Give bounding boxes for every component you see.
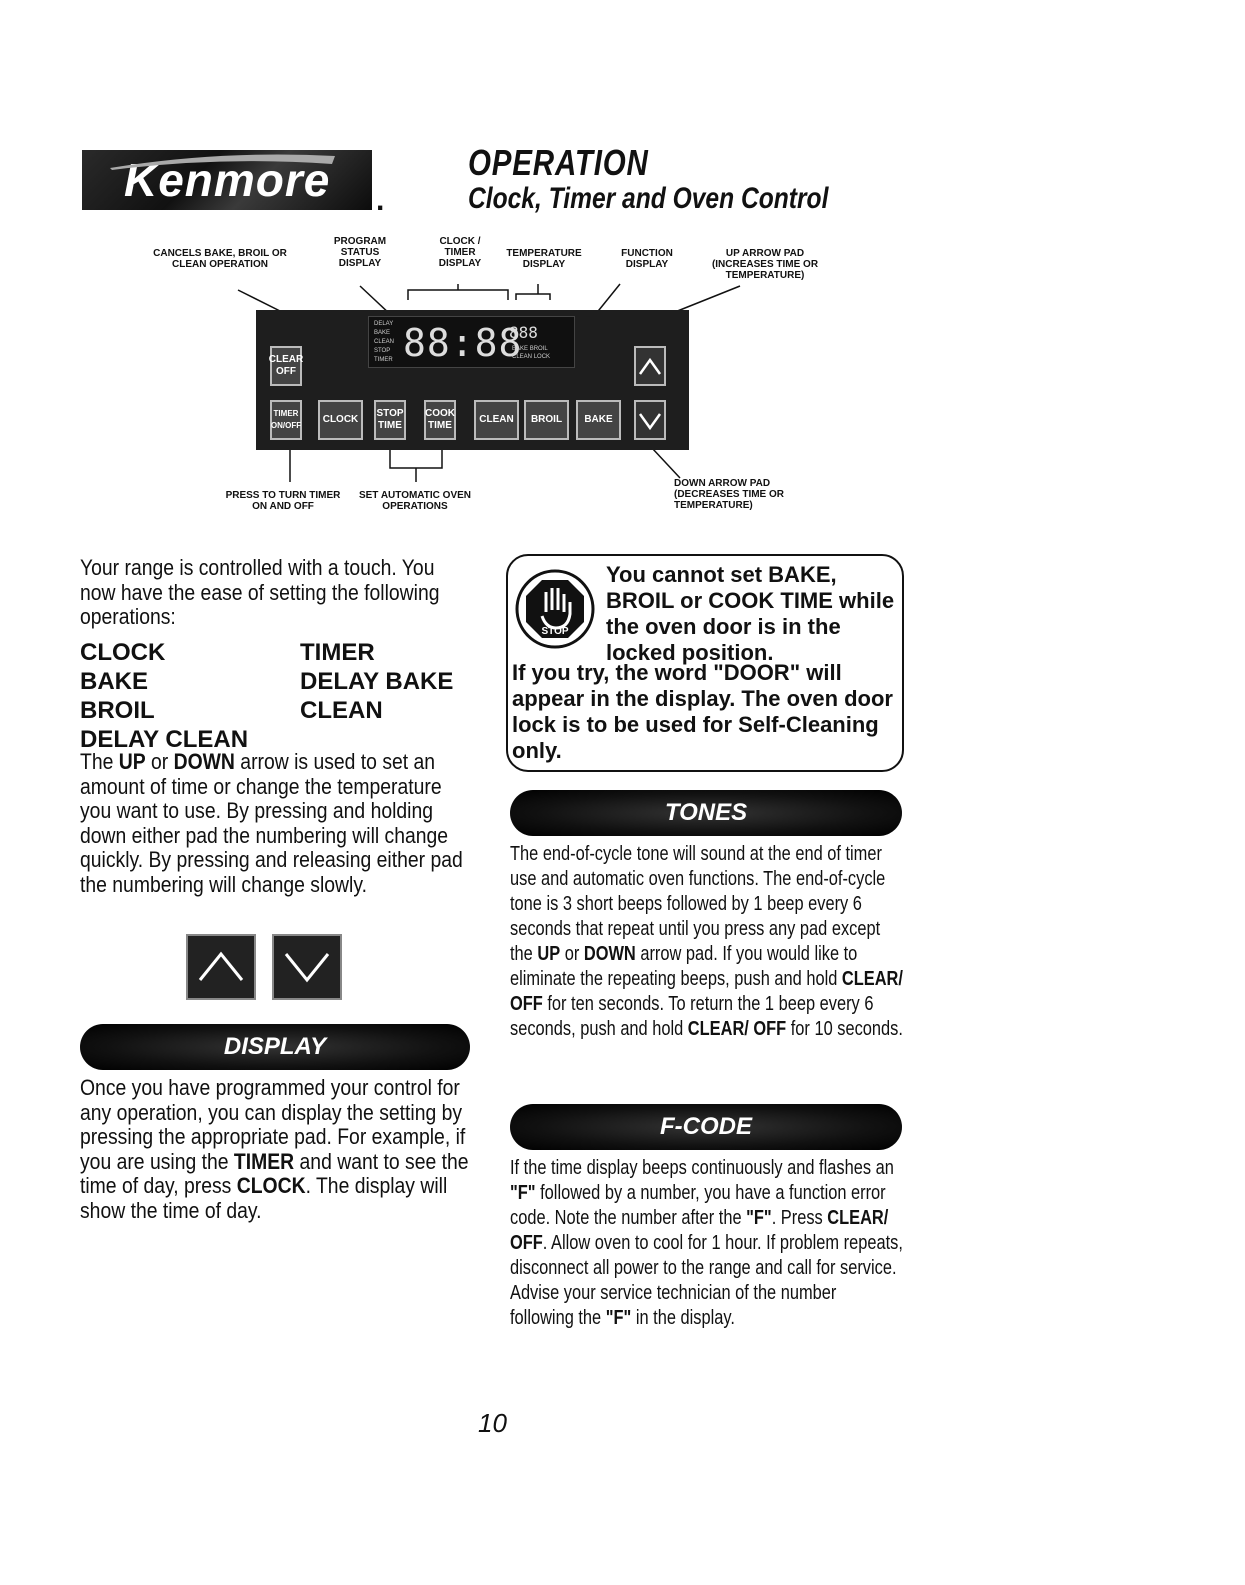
stop-hand-icon: STOP bbox=[515, 569, 595, 649]
label-cancels: CANCELS BAKE, BROIL OR CLEAN OPERATION bbox=[153, 248, 287, 270]
fcode-heading: F-CODE bbox=[510, 1104, 902, 1150]
bake-button[interactable]: BAKE bbox=[576, 400, 621, 440]
down-arrow-icon bbox=[638, 413, 662, 431]
warning-top-text: You cannot set BAKE, BROIL or COOK TIME … bbox=[606, 562, 895, 665]
label-up-arrow: UP ARROW PAD (INCREASES TIME OR TEMPERAT… bbox=[711, 248, 819, 281]
label-temperature: TEMPERATURE DISPLAY bbox=[506, 248, 582, 270]
svg-text:STOP: STOP bbox=[541, 626, 568, 637]
page-title: OPERATION bbox=[468, 142, 649, 183]
label-set-automatic: SET AUTOMATIC OVEN OPERATIONS bbox=[358, 490, 472, 512]
warning-bottom-text: If you try, the word "DOOR" will appear … bbox=[512, 660, 893, 763]
down-arrow-icon bbox=[284, 953, 330, 983]
timer-on-off-button[interactable]: TIMER ON/OFF bbox=[270, 400, 302, 440]
temperature-display: 888 bbox=[509, 323, 538, 342]
arrow-usage-text: The UP or DOWN arrow is used to set an a… bbox=[80, 749, 463, 897]
cook-time-button[interactable]: COOK TIME bbox=[424, 400, 456, 440]
logo-swoosh-icon bbox=[110, 154, 335, 170]
clear-off-button[interactable]: CLEAR OFF bbox=[269, 346, 303, 386]
intro-text: Your range is controlled with a touch. Y… bbox=[80, 555, 440, 629]
down-arrow-pad-image bbox=[272, 934, 342, 1000]
clock-timer-display: 88:88 bbox=[403, 321, 523, 365]
label-clock-timer: CLOCK / TIMER DISPLAY bbox=[438, 236, 482, 269]
tones-text: The end-of-cycle tone will sound at the … bbox=[510, 843, 903, 1040]
clock-button[interactable]: CLOCK bbox=[318, 400, 363, 440]
label-timer-on-off: PRESS TO TURN TIMER ON AND OFF bbox=[225, 490, 341, 512]
logo-dot: . bbox=[376, 184, 385, 217]
fcode-text: If the time display beeps continuously a… bbox=[510, 1157, 903, 1329]
label-down-arrow: DOWN ARROW PAD (DECREASES TIME OR TEMPER… bbox=[674, 478, 785, 511]
diagram-leader-lines bbox=[237, 283, 741, 482]
tones-heading: TONES bbox=[510, 790, 902, 836]
label-program-status: PROGRAM STATUS DISPLAY bbox=[333, 236, 387, 269]
door-lock-warning bbox=[506, 554, 904, 772]
display-text: Once you have programmed your control fo… bbox=[80, 1075, 469, 1223]
up-arrow-pad-image bbox=[186, 934, 256, 1000]
function-display: BAKE BROIL CLEAN LOCK bbox=[512, 346, 551, 360]
up-arrow-button[interactable] bbox=[634, 346, 666, 386]
page-subtitle: Clock, Timer and Oven Control bbox=[468, 182, 829, 215]
down-arrow-button[interactable] bbox=[634, 400, 666, 440]
label-function: FUNCTION DISPLAY bbox=[621, 248, 673, 270]
lcd-display: DELAY BAKE CLEAN STOP TIMER 88:88 888 BA… bbox=[368, 316, 575, 368]
page-number: 10 bbox=[478, 1408, 507, 1438]
broil-button[interactable]: BROIL bbox=[524, 400, 569, 440]
stop-time-button[interactable]: STOP TIME bbox=[374, 400, 406, 440]
program-status-display: DELAY BAKE CLEAN STOP TIMER bbox=[374, 321, 395, 363]
display-heading: DISPLAY bbox=[80, 1024, 470, 1070]
up-arrow-icon bbox=[198, 951, 244, 981]
up-arrow-icon bbox=[638, 357, 662, 375]
clean-button[interactable]: CLEAN bbox=[474, 400, 519, 440]
